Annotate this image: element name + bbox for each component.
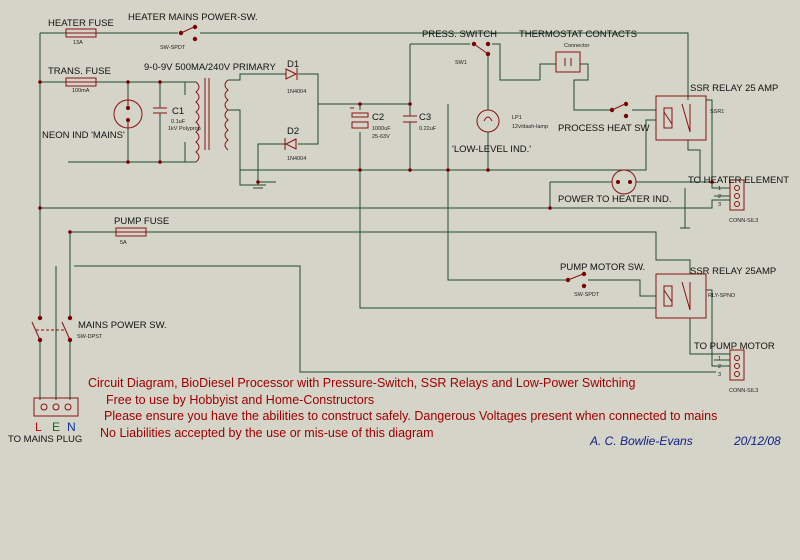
low-level-label: 'LOW-LEVEL IND.' — [452, 144, 531, 155]
capacitor-c1 — [153, 98, 167, 124]
to-heater-label: TO HEATER ELEMENT — [688, 175, 789, 186]
heater-fuse — [65, 28, 97, 38]
neon-ind-label: NEON IND 'MAINS' — [42, 130, 125, 141]
heater-pin-1: 1 — [718, 186, 721, 192]
heater-pin-3: 3 — [718, 202, 721, 208]
neutral-label: N — [67, 420, 76, 434]
heater-mains-switch — [178, 24, 198, 42]
pump-pin-1: 1 — [718, 356, 721, 362]
diagram-title: Circuit Diagram, BioDiesel Processor wit… — [88, 376, 635, 390]
mains-power-sw-part: SW-DPST — [77, 334, 103, 340]
c1-type: 1kV Polyprop — [168, 126, 201, 132]
c1-label: C1 — [172, 106, 184, 117]
trans-fuse — [65, 77, 97, 87]
note-line-3: No Liabilities accepted by the use or mi… — [100, 426, 434, 440]
thermostat-contacts — [555, 51, 581, 73]
heater-fuse-value: 13A — [73, 40, 83, 46]
date: 20/12/08 — [733, 434, 781, 448]
diode-d2 — [284, 138, 297, 150]
c2-rating: 25-63V — [372, 134, 390, 140]
press-switch-label: PRESS. SWITCH — [422, 29, 497, 40]
notes: Circuit Diagram, BioDiesel Processor wit… — [88, 376, 781, 448]
junction-dots — [38, 80, 714, 234]
mains-plug — [33, 397, 79, 417]
pump-pin-2: 2 — [718, 364, 721, 370]
pump-pin-3: 3 — [718, 372, 721, 378]
pump-motor-sw-part: SW-SPDT — [574, 292, 600, 298]
pump-fuse-value: 5A — [120, 240, 127, 246]
capacitor-c2 — [350, 107, 369, 129]
ssr-relay-2 — [655, 273, 707, 319]
ssr1-title: SSR RELAY 25 AMP — [690, 83, 778, 94]
heater-connector — [729, 179, 745, 211]
thermostat-part: Connector — [564, 43, 590, 49]
neon-indicator-mains — [113, 98, 143, 130]
to-mains-plug-label: TO MAINS PLUG — [8, 434, 82, 445]
wiring — [39, 32, 730, 400]
ssr2-title: SSR RELAY 25AMP — [690, 266, 776, 277]
mains-power-switch — [31, 315, 73, 343]
pump-conn-part: CONN-SIL3 — [729, 388, 758, 394]
transformer-label: 9-0-9V 500MA/240V PRIMARY — [144, 62, 276, 73]
lamp-lp1 — [476, 109, 500, 133]
pump-motor-switch — [565, 271, 587, 289]
ground-symbol — [250, 184, 266, 189]
pressure-switch — [471, 41, 491, 57]
component-labels: HEATER FUSE 13A HEATER MAINS POWER-SW. S… — [8, 12, 789, 445]
ssr2-part: RLY-SPNO — [708, 293, 736, 299]
earth-label: E — [52, 420, 60, 434]
c1-value: 0.1uF — [171, 119, 186, 125]
ssr1-part: SSR1 — [710, 109, 724, 115]
d1-label: D1 — [287, 59, 299, 70]
process-heat-switch — [609, 101, 629, 119]
heater-mains-sw-part: SW-SPDT — [160, 45, 186, 51]
to-pump-label: TO PUMP MOTOR — [694, 341, 775, 352]
press-switch-part: SW1 — [455, 60, 467, 66]
heater-mains-sw-label: HEATER MAINS POWER-SW. — [128, 12, 258, 23]
live-label: L — [35, 420, 42, 434]
d2-label: D2 — [287, 126, 299, 137]
capacitor-c3 — [403, 112, 417, 128]
ssr-relay-1 — [655, 95, 707, 141]
heater-fuse-label: HEATER FUSE — [48, 18, 114, 29]
d2-part: 1N4004 — [287, 156, 306, 162]
mains-power-sw-label: MAINS POWER SW. — [78, 320, 167, 331]
trans-fuse-value: 100mA — [72, 88, 90, 94]
transformer — [185, 78, 229, 163]
heater-conn-part: CONN-SIL3 — [729, 218, 758, 224]
diode-d1 — [285, 68, 298, 80]
process-heat-sw-label: PROCESS HEAT SW — [558, 123, 650, 134]
c3-value: 0.22uF — [419, 126, 437, 132]
c2-value: 1000uF — [372, 126, 391, 132]
note-line-2: Please ensure you have the abilities to … — [104, 409, 717, 423]
c2-label: C2 — [372, 112, 384, 123]
lp1-value: 12v/dash-lamp — [512, 124, 548, 130]
trans-fuse-label: TRANS. FUSE — [48, 66, 111, 77]
c3-label: C3 — [419, 112, 431, 123]
heater-pin-2: 2 — [718, 194, 721, 200]
thermostat-label: THERMOSTAT CONTACTS — [519, 29, 637, 40]
pump-connector — [729, 349, 745, 381]
d1-part: 1N4004 — [287, 89, 306, 95]
heater-power-indicator — [611, 169, 637, 195]
note-line-1: Free to use by Hobbyist and Home-Constru… — [106, 393, 374, 407]
pump-motor-sw-label: PUMP MOTOR SW. — [560, 262, 645, 273]
author: A. C. Bowlie-Evans — [589, 434, 693, 448]
lp1-label: LP1 — [512, 115, 522, 121]
pump-fuse — [115, 227, 147, 237]
pump-fuse-label: PUMP FUSE — [114, 216, 169, 227]
power-heater-ind-label: POWER TO HEATER IND. — [558, 194, 672, 205]
